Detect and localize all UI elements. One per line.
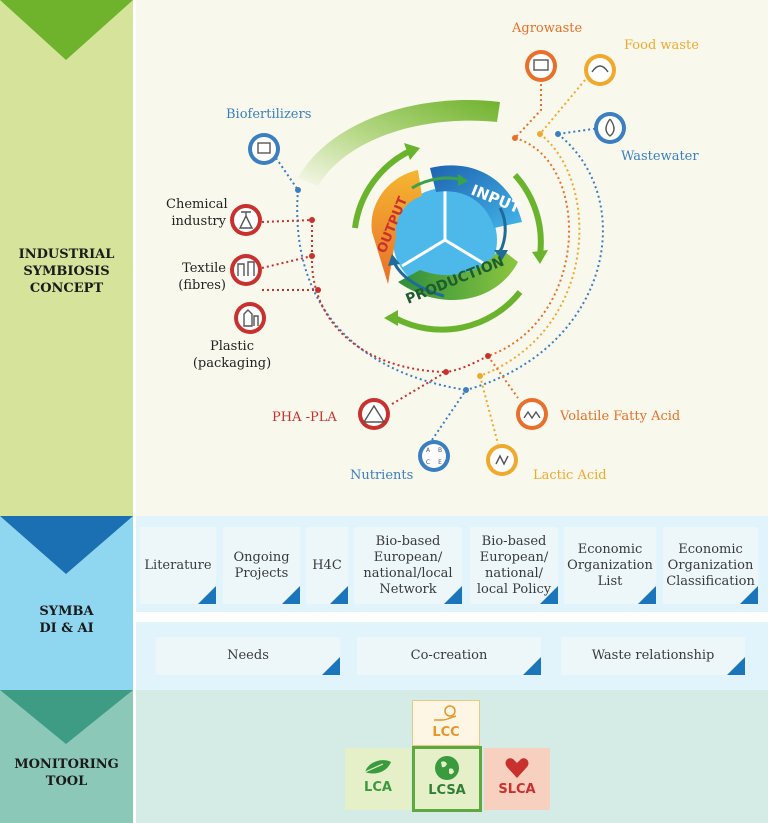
- tile-label: Economic Organization List: [567, 541, 653, 589]
- tile-network[interactable]: Bio-based European/ national/local Netwo…: [354, 527, 462, 604]
- corner-marker: [540, 586, 558, 604]
- corner-marker: [330, 586, 348, 604]
- tile-economic-classification[interactable]: Economic Organization Classification: [663, 527, 758, 604]
- lcsa-box[interactable]: LCSA: [412, 746, 482, 812]
- nutrients-label: Nutrients: [350, 468, 414, 483]
- tile-label: Ongoing Projects: [233, 549, 290, 581]
- lca-box[interactable]: LCA: [345, 748, 411, 810]
- textile-icon: [230, 254, 262, 286]
- big-green-arc: [298, 100, 500, 186]
- is-band: [0, 0, 133, 516]
- corner-marker: [740, 586, 758, 604]
- agrowaste-icon: [525, 50, 557, 82]
- corner-marker: [638, 586, 656, 604]
- nutrient-letter-a: A: [426, 447, 431, 454]
- agrowaste-label: Agrowaste: [512, 21, 583, 36]
- tile-waste-relationship[interactable]: Waste relationship: [561, 637, 745, 675]
- outer-cycle-arrow-right: [512, 172, 544, 256]
- corner-marker: [444, 586, 462, 604]
- symba-row-divider: [136, 612, 768, 622]
- slca-box[interactable]: SLCA: [484, 748, 550, 810]
- tile-label: Economic Organization Classification: [666, 541, 755, 589]
- symba-band-chevron: [0, 516, 133, 574]
- is-band-chevron: [0, 0, 133, 60]
- input-segment: [430, 165, 522, 228]
- chemical-industry-icon: [230, 204, 262, 236]
- symbiosis-diagram: A B C E INPUT OUTPUT PRODUCTION: [230, 50, 626, 476]
- slca-label: SLCA: [498, 782, 536, 797]
- lcsa-label: LCSA: [428, 783, 466, 798]
- lcc-label: LCC: [432, 725, 460, 740]
- wastewater-label: Wastewater: [621, 149, 699, 164]
- nutrients-icon: A B C E: [418, 440, 450, 472]
- tile-label: Literature: [144, 557, 212, 573]
- is-section-label: INDUSTRIAL SYMBIOSIS CONCEPT: [18, 247, 115, 296]
- biofertilizers-icon: [248, 133, 280, 165]
- wastewater-icon: [594, 112, 626, 144]
- output-segment: [371, 170, 422, 284]
- biofertilizers-label: Biofertilizers: [226, 107, 312, 122]
- tile-label: H4C: [312, 557, 342, 573]
- production-segment: [398, 248, 518, 301]
- tile-h4c[interactable]: H4C: [306, 527, 348, 604]
- corner-marker: [322, 657, 340, 675]
- monitoring-section-label: MONITORING TOOL: [14, 757, 119, 789]
- plastic-label: Plastic (packaging): [192, 339, 272, 371]
- nutrient-letter-c: C: [426, 459, 430, 466]
- food-waste-label: Food waste: [624, 38, 699, 53]
- outer-cycle-arrow-top: [352, 147, 414, 229]
- lactic-acid-label: Lactic Acid: [533, 468, 607, 483]
- tile-label: Waste relationship: [591, 648, 715, 663]
- tile-label: Bio-based European/ national/local Netwo…: [363, 533, 453, 597]
- monitoring-band-chevron: [0, 690, 133, 744]
- outer-cycle-arrow-bottom: [393, 290, 523, 333]
- money-hand-icon: [434, 705, 457, 721]
- volatile-fatty-acid-label: Volatile Fatty Acid: [560, 409, 681, 424]
- volatile-fatty-acid-icon: [516, 398, 548, 430]
- leaf-icon: [364, 760, 391, 774]
- plastic-icon: [234, 302, 266, 334]
- globe-icon: [435, 756, 459, 780]
- pha-pla-label: PHA -PLA: [272, 410, 337, 425]
- corner-marker: [523, 657, 541, 675]
- tile-policy[interactable]: Bio-based European/ national/ local Poli…: [470, 527, 558, 604]
- corner-marker: [198, 586, 216, 604]
- tile-literature[interactable]: Literature: [140, 527, 216, 604]
- lca-label: LCA: [364, 780, 392, 795]
- nutrient-letter-e: E: [438, 459, 442, 466]
- pha-pla-icon: [358, 398, 390, 430]
- lactic-acid-icon: [486, 444, 518, 476]
- tile-label: Needs: [227, 648, 269, 663]
- chemical-industry-label: Chemical industry: [166, 197, 228, 229]
- tile-label: Bio-based European/ national/ local Poli…: [476, 533, 552, 597]
- tile-needs[interactable]: Needs: [156, 637, 340, 675]
- corner-marker: [282, 586, 300, 604]
- textile-label: Textile (fibres): [178, 261, 226, 293]
- symba-section-label: SYMBA DI & AI: [39, 604, 94, 636]
- lcc-box[interactable]: LCC: [412, 700, 480, 746]
- tile-ongoing-projects[interactable]: Ongoing Projects: [223, 527, 300, 604]
- tile-label: Co-creation: [410, 648, 488, 663]
- tile-co-creation[interactable]: Co-creation: [357, 637, 541, 675]
- food-waste-icon: [584, 54, 616, 86]
- nutrient-letter-b: B: [438, 447, 442, 454]
- corner-marker: [727, 657, 745, 675]
- tile-economic-list[interactable]: Economic Organization List: [564, 527, 656, 604]
- heart-icon: [505, 758, 529, 778]
